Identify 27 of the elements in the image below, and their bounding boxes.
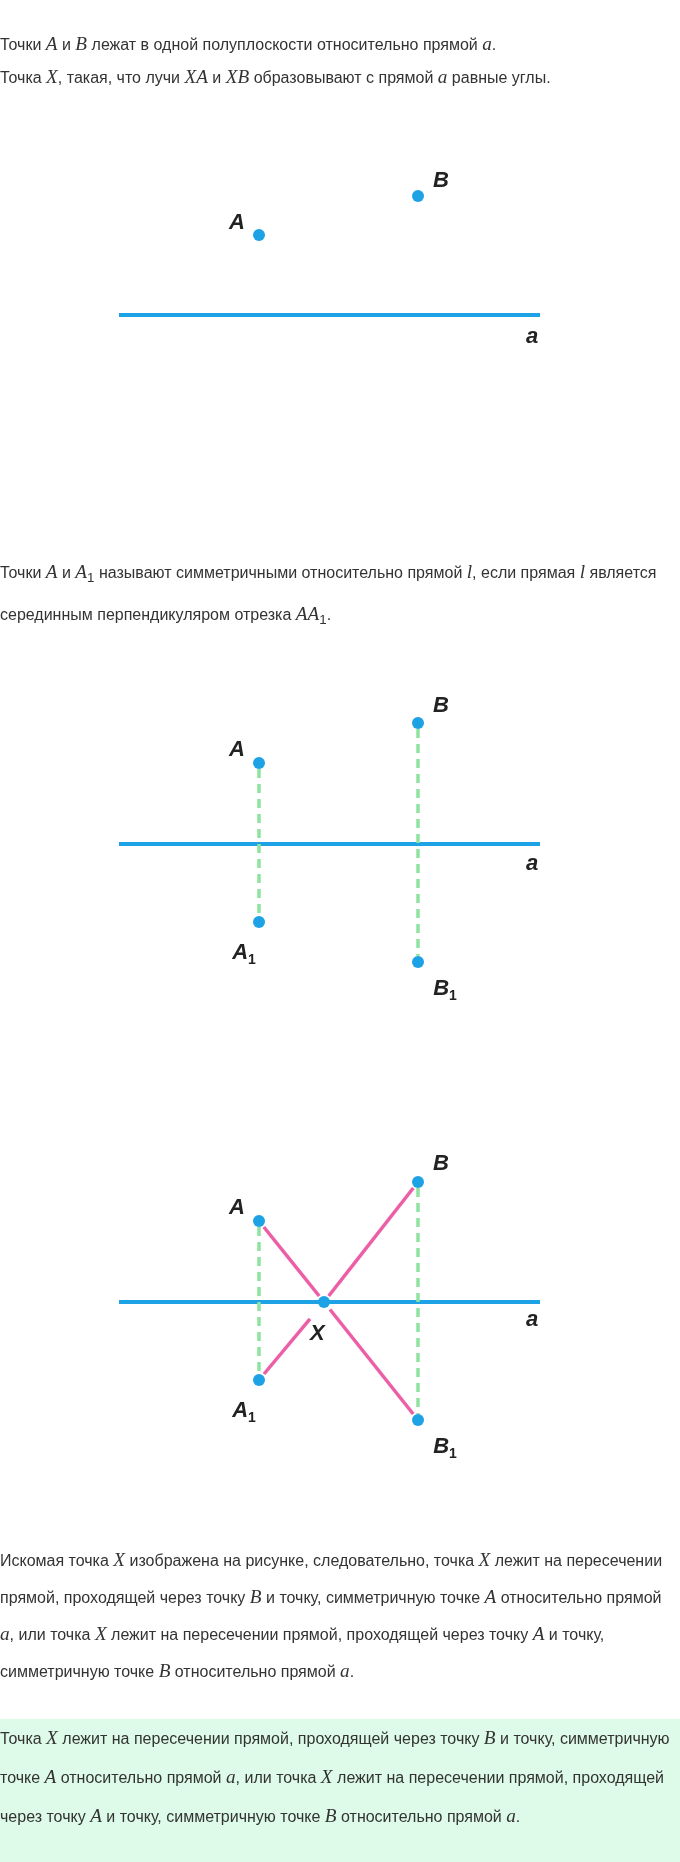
point-label: B$_{1}$	[432, 1433, 458, 1464]
paragraph: Искомая точка X изображена на рисунке, следовательно, точка X лежит на пересечении прямой, проходящей через точку B и точку, симметричную точке A относительно прямой a, или точка X лежит на пересечении прямой, проходящей через точку A и точку, симметричную точке B относительно прямой a.	[0, 1548, 664, 1683]
point-label: B	[432, 692, 450, 718]
line-label: a	[524, 1306, 540, 1332]
point-label: B	[432, 1150, 450, 1176]
line-label: a	[524, 323, 540, 349]
point-label: A	[228, 209, 246, 235]
segment	[262, 1317, 312, 1376]
paragraph: Точки A и B лежат в одной полуплоскости относительно прямой a.	[0, 32, 498, 56]
point-label: A	[228, 736, 246, 762]
point-label: B$_{1}$	[432, 975, 458, 1006]
point-label: A$_{1}$	[231, 939, 257, 970]
segment	[328, 1308, 415, 1416]
dashed-segment	[257, 769, 261, 916]
dashed-segment	[257, 1227, 261, 1374]
line-label: a	[524, 850, 540, 876]
answer-box: Точка X лежит на пересечении прямой, проходящей через точку B и точку, симметричную точке A относительно прямой a, или точка X лежит на пересечении прямой, проходящей через точку A и точку, симметричную точке B относительно прямой a.	[0, 1719, 680, 1862]
dashed-segment	[416, 1188, 420, 1414]
paragraph: Точки A и A$_{1}$ называют симметричными относительно прямой l, если прямая l является серединным перпендикуляром отрезка AA$_{1}$.	[0, 560, 658, 630]
point-label: X	[310, 1320, 324, 1346]
point-label: B	[432, 167, 450, 193]
point-label: A	[228, 1194, 246, 1220]
segment	[262, 1225, 321, 1298]
point-label: A$_{1}$	[231, 1397, 257, 1428]
dashed-segment	[416, 729, 420, 956]
segment	[327, 1186, 415, 1298]
paragraph: Точка X, такая, что лучи XA и XB образовывают с прямой a равные углы.	[0, 65, 552, 89]
